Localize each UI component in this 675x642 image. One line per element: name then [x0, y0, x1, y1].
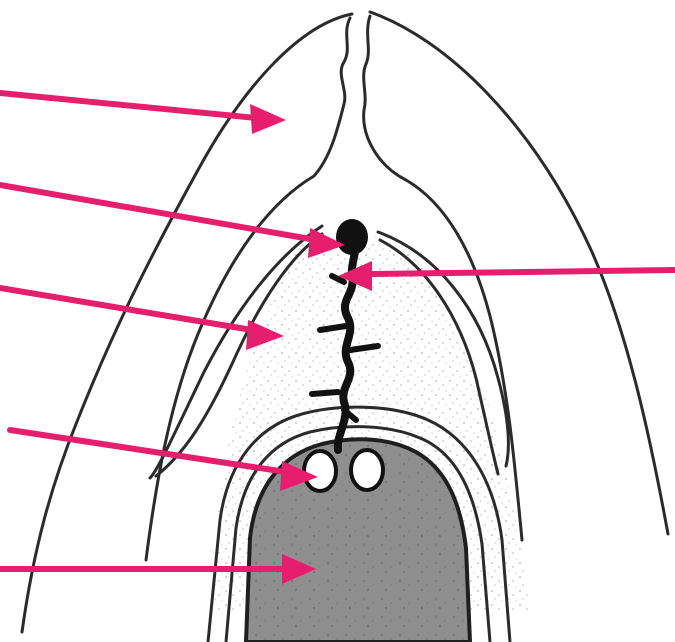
synergid-cell-right: [351, 450, 383, 490]
pollen-tube-tip: [336, 219, 368, 255]
synergid-cell-left: [304, 451, 336, 491]
